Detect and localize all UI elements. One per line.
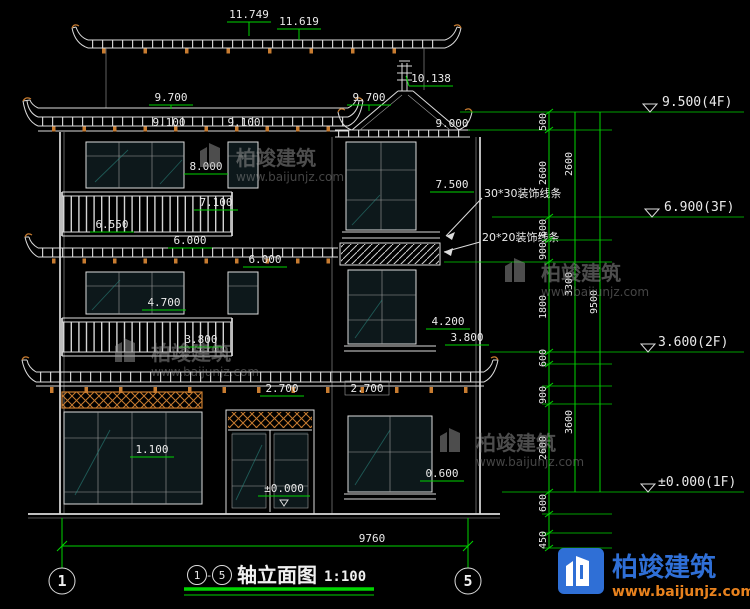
floor2-balcony (61, 317, 233, 357)
elevation-4f: 9.500(4F) (662, 95, 732, 110)
title-axis-end: 5 (219, 569, 226, 582)
mid-eave-band (24, 233, 338, 264)
dim-floor-3600: 3600 (564, 410, 575, 434)
lattice-frieze (61, 391, 203, 409)
dim-9760: 9760 (359, 532, 386, 545)
footer-logo-url: www.baijunjz.com (612, 584, 750, 600)
dim-4200: 4.200 (431, 315, 464, 328)
dim-3800-left: 3.800 (184, 333, 217, 346)
axis-bubble-1: 1 (57, 572, 66, 590)
svg-text:www.baijunjz.com: www.baijunjz.com (151, 365, 259, 379)
footer-logo-name: 柏竣建筑 (612, 552, 716, 583)
dim-4700: 4.700 (147, 296, 180, 309)
dim-right-600c: 600 (538, 494, 549, 512)
ground-line (28, 513, 500, 519)
drawing-title: 轴立面图 (237, 563, 317, 587)
dim-9100-b: 9.100 (227, 116, 260, 129)
svg-text:柏竣建筑: 柏竣建筑 (476, 431, 556, 455)
entrance-door (225, 409, 315, 515)
dim-floor-3300: 3300 (564, 272, 575, 296)
dim-6550: 6.550 (95, 218, 128, 231)
floor3-left-windows (85, 141, 259, 189)
watermarks: 柏竣建筑 www.baijunjz.com 柏竣建筑 www.baijunjz.… (115, 143, 649, 469)
bottom-dimension: 9760 (56, 518, 474, 568)
elevation-2f: 3.600(2F) (658, 335, 728, 350)
dim-7100: 7.100 (199, 196, 232, 209)
annotation-trim20: 20*20装饰线条 (482, 230, 560, 244)
watermark-1: 柏竣建筑 www.baijunjz.com (200, 143, 344, 184)
dim-right-600a: 600 (538, 219, 549, 237)
svg-text:www.baijunjz.com: www.baijunjz.com (236, 170, 344, 184)
title-dash: - (206, 569, 213, 582)
floor1-right-window (344, 415, 436, 500)
ridge-finial (397, 60, 412, 91)
trim-annotations: 30*30装饰线条 20*20装饰线条 (443, 186, 562, 256)
drawing-scale: 1:100 (324, 569, 366, 585)
first-floor-awning (21, 356, 499, 409)
title-axis-start: 1 (194, 569, 201, 582)
dim-10138: 10.138 (411, 72, 451, 85)
top-ridge-roof (71, 24, 462, 108)
dim-right-2600b: 2600 (538, 436, 549, 460)
dim-right-900b: 900 (538, 386, 549, 404)
svg-text:www.baijunjz.com: www.baijunjz.com (541, 285, 649, 299)
svg-text:柏竣建筑: 柏竣建筑 (151, 341, 231, 365)
left-roof-band (22, 97, 364, 132)
window-glass (64, 142, 432, 508)
dim-9100-a: 9.100 (152, 116, 185, 129)
axis-bubble-5: 5 (463, 572, 472, 590)
annotation-trim30: 30*30装饰线条 (484, 186, 562, 200)
dim-9700-left: 9.700 (154, 91, 187, 104)
watermark-3: 柏竣建筑 www.baijunjz.com (115, 338, 259, 379)
title-bar: 1 - 5 轴立面图 1:100 (184, 563, 374, 596)
dim-right-500: 500 (538, 113, 549, 131)
dim-floor-2600: 2600 (564, 152, 575, 176)
right-gable-roof (335, 60, 473, 138)
dim-right-900a: 900 (538, 242, 549, 260)
watermark-4: 柏竣建筑 www.baijunjz.com (440, 428, 584, 469)
footer-logo: 柏竣建筑 www.baijunjz.com (558, 548, 750, 600)
floor3-balcony (61, 191, 233, 237)
svg-text:www.baijunjz.com: www.baijunjz.com (476, 455, 584, 469)
watermark-2: 柏竣建筑 www.baijunjz.com (505, 258, 649, 299)
svg-text:柏竣建筑: 柏竣建筑 (236, 146, 316, 170)
floor2-left-windows (85, 271, 259, 315)
dim-11619: 11.619 (279, 15, 319, 28)
svg-text:柏竣建筑: 柏竣建筑 (541, 261, 621, 285)
dim-total-9500: 9500 (589, 290, 600, 314)
elevation-1f: ±0.000(1F) (658, 475, 736, 490)
floor1-bay-window (63, 411, 203, 505)
dim-9000: 9.000 (435, 117, 468, 130)
dim-9700-right: 9.700 (352, 91, 385, 104)
dim-right-600b: 600 (538, 349, 549, 367)
dim-6000-a: 6.000 (173, 234, 206, 247)
dim-11749: 11.749 (229, 8, 269, 21)
elevation-3f: 6.900(3F) (664, 200, 734, 215)
dim-ground: ±0.000 (264, 482, 304, 495)
dim-right-2600a: 2600 (538, 161, 549, 185)
floor3-right-window (342, 141, 440, 239)
floor2-right-window (344, 269, 436, 352)
dim-2700-left: 2.700 (265, 382, 298, 395)
decor-railing-band (339, 242, 441, 266)
dim-2700-right: 2.700 (350, 382, 383, 395)
dim-3800-right: 3.800 (450, 331, 483, 344)
dim-7500: 7.500 (435, 178, 468, 191)
dim-6000-b: 6.000 (248, 253, 281, 266)
dim-right-1800: 1800 (538, 295, 549, 319)
dim-1100: 1.100 (135, 443, 168, 456)
elevation-markers: 9.500(4F) 6.900(3F) 3.600(2F) ±0.000(1F) (639, 95, 736, 493)
axis-bubbles: 1 5 (48, 567, 482, 595)
right-dimension-chain: 500 2600 600 900 1800 600 900 2600 600 4… (444, 108, 744, 552)
dim-right-450: 450 (538, 531, 549, 549)
dim-0600: 0.600 (425, 467, 458, 480)
